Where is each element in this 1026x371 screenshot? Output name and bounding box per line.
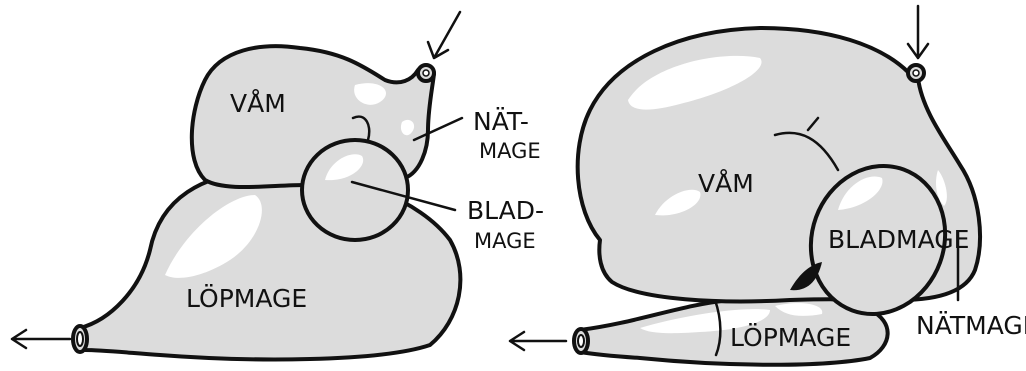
right-lopmage-label: LÖPMAGE — [730, 323, 851, 352]
right-bladmage-label: BLADMAGE — [828, 225, 969, 254]
left-natmage-label-line1: NÄT- — [473, 107, 529, 136]
left-inlet-arrow — [428, 12, 460, 58]
right-vam-label: VÅM — [698, 169, 754, 198]
left-outlet-hole — [77, 332, 83, 346]
left-bladmage-label-line2: MAGE — [474, 229, 536, 253]
left-stomach-diagram: VÅM NÄT- MAGE BLAD- MAGE LÖPMAGE — [12, 12, 544, 359]
left-inlet-hole — [423, 70, 429, 76]
left-lopmage-label: LÖPMAGE — [186, 284, 307, 313]
left-natmage-label-line2: MAGE — [479, 139, 541, 163]
right-natmage-label: NÄTMAGE — [916, 311, 1026, 340]
right-inlet-arrow — [908, 6, 928, 58]
right-outlet-arrow — [510, 332, 566, 350]
left-bladmage-label-line1: BLAD- — [467, 196, 544, 225]
right-inlet-hole — [913, 70, 919, 76]
left-outlet-arrow — [12, 330, 70, 348]
right-stomach-diagram: VÅM BLADMAGE LÖPMAGE NÄTMAGE — [510, 6, 1026, 365]
right-outlet-hole — [578, 335, 584, 347]
left-vam-label: VÅM — [230, 89, 286, 118]
